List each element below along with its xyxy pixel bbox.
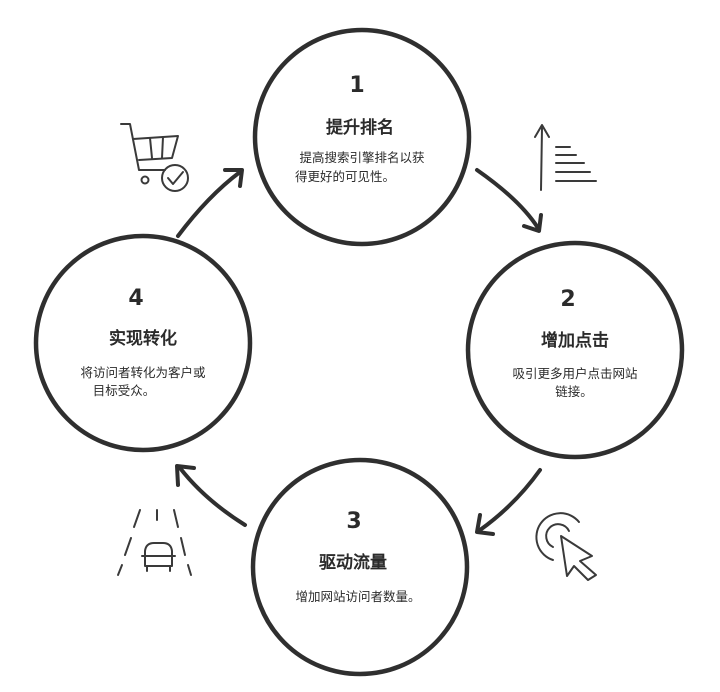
step-1-desc-line-1: 提高搜索引擎排名以获 <box>299 150 424 165</box>
cursor-click-icon <box>535 512 597 581</box>
step-1-number: 1 <box>349 73 364 98</box>
rising-lines-icon <box>534 124 597 191</box>
step-2-number: 2 <box>560 287 575 312</box>
step-4-number: 4 <box>128 286 143 311</box>
step-2-circle <box>465 240 685 460</box>
step-4-desc-line-1: 将访问者转化为客户或 <box>80 365 206 380</box>
step-3-desc-line-1: 增加网站访问者数量。 <box>295 589 420 604</box>
arrow-step1-to-step2 <box>475 168 543 233</box>
arrow-step4-to-step1 <box>176 168 244 238</box>
car-road-icon <box>117 509 192 576</box>
step-4: 4 实现转化 将访问者转化为客户或 目标受众。 <box>33 233 253 453</box>
step-4-desc-line-2: 目标受众。 <box>93 383 156 398</box>
step-1-desc-line-2: 得更好的可见性。 <box>295 169 395 184</box>
step-3-number: 3 <box>346 509 361 534</box>
step-4-title: 实现转化 <box>109 328 177 349</box>
step-1: 1 提升排名 提高搜索引擎排名以获 得更好的可见性。 <box>252 27 472 247</box>
step-2: 2 增加点击 吸引更多用户点击网站 链接。 <box>465 240 685 460</box>
arrow-step3-to-step4 <box>175 464 247 527</box>
step-1-circle <box>252 27 472 247</box>
arrow-step2-to-step3 <box>475 468 542 536</box>
step-1-title: 提升排名 <box>326 117 394 138</box>
step-2-title: 增加点击 <box>541 330 609 351</box>
cart-check-icon <box>120 123 189 192</box>
step-3: 3 驱动流量 增加网站访问者数量。 <box>250 457 470 677</box>
step-3-circle <box>250 457 470 677</box>
step-2-desc-line-2: 链接。 <box>555 384 593 399</box>
step-3-title: 驱动流量 <box>319 552 387 573</box>
step-4-circle <box>33 233 253 453</box>
cycle-arrows <box>175 168 543 536</box>
step-2-desc-line-1: 吸引更多用户点击网站 <box>512 366 637 381</box>
